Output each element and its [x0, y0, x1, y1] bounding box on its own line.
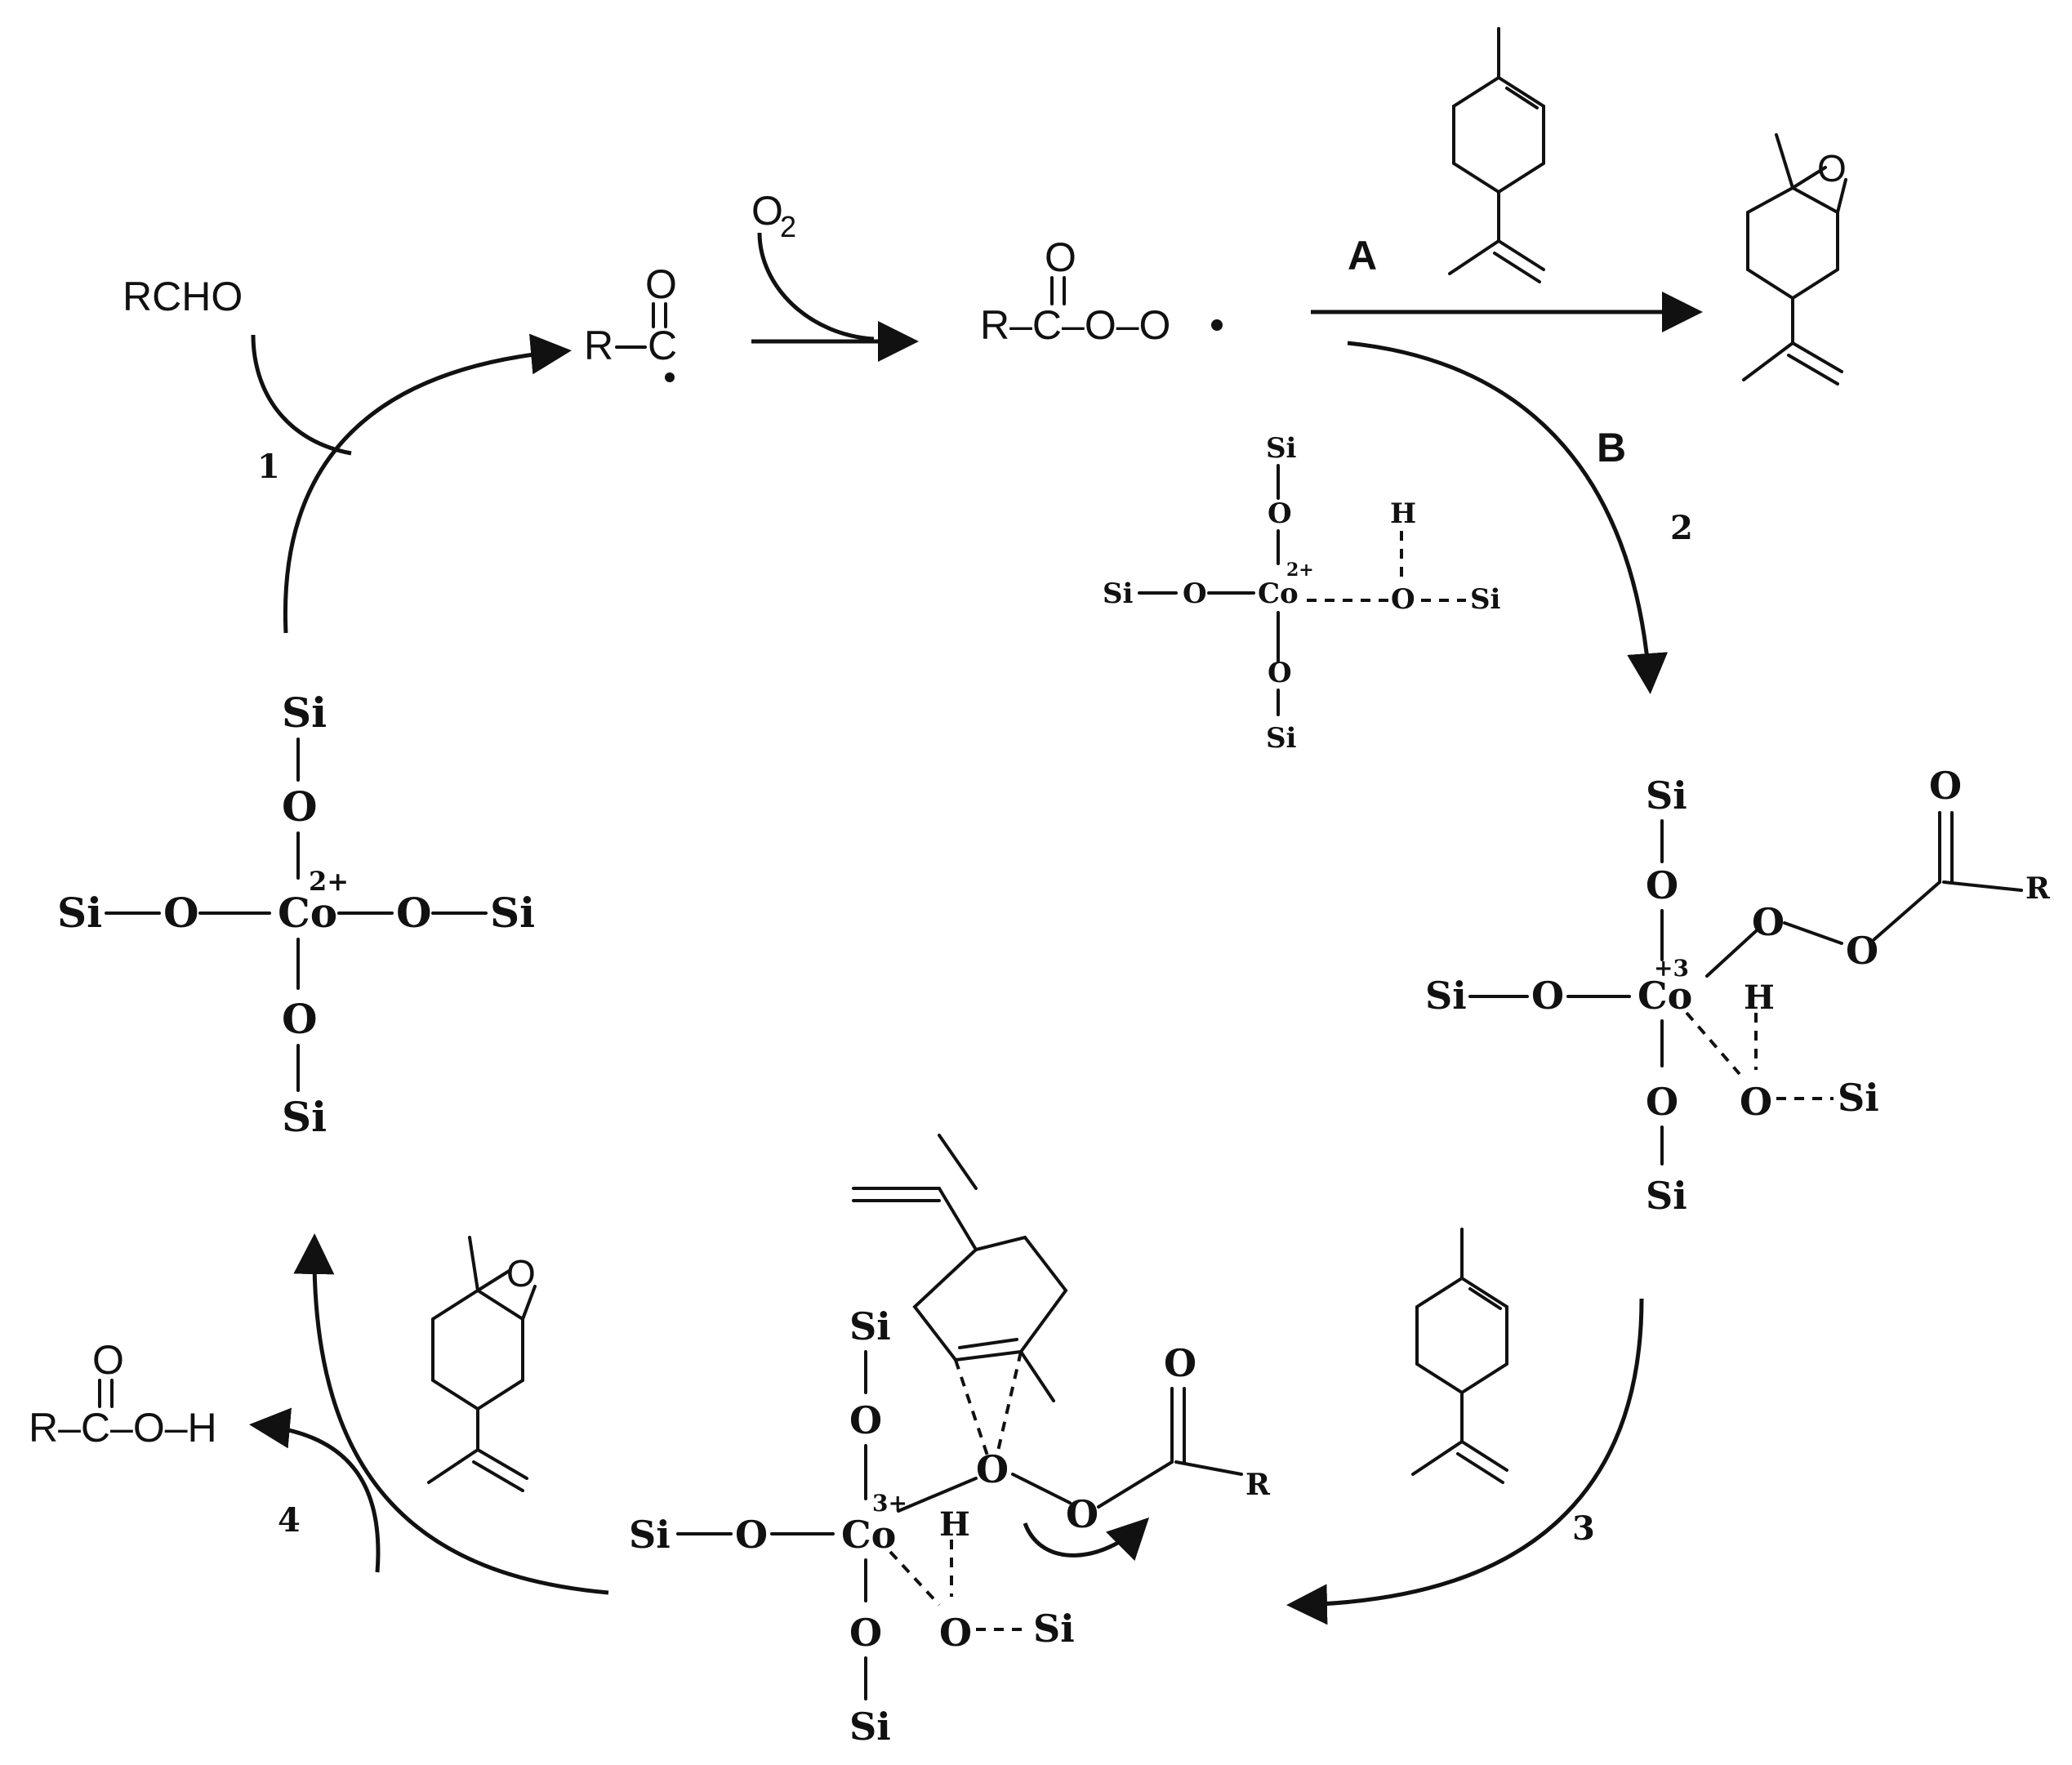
svg-text:R: R — [2025, 871, 2051, 906]
acylperoxy-radical: R–C–O–O O — [980, 234, 1223, 348]
svg-text:Si: Si — [1646, 773, 1687, 818]
svg-text:O: O — [1740, 1080, 1772, 1124]
svg-text:O: O — [1929, 764, 1962, 808]
limonene-top — [1448, 27, 1545, 283]
svg-text:O: O — [1391, 583, 1415, 616]
cycle-arrow-bottom-right — [1286, 1298, 1644, 1625]
svg-text:Si: Si — [1103, 577, 1134, 610]
svg-text:3+: 3+ — [872, 1490, 907, 1517]
svg-text:Si: Si — [849, 1705, 891, 1749]
svg-text:Si: Si — [1646, 1174, 1687, 1218]
step-label-2: 2 — [1670, 509, 1693, 547]
svg-text:Si: Si — [282, 1093, 327, 1141]
svg-text:O: O — [1268, 657, 1292, 689]
svg-text:H: H — [1744, 978, 1775, 1017]
path-label-b: B — [1597, 425, 1626, 470]
svg-text:Si: Si — [57, 889, 102, 937]
svg-text:Co: Co — [1638, 974, 1692, 1018]
path-label-a: A — [1348, 233, 1377, 279]
svg-text:O: O — [1752, 900, 1785, 944]
svg-text:O: O — [849, 1398, 882, 1442]
svg-text:O: O — [1646, 1080, 1678, 1124]
svg-text:O: O — [1531, 974, 1564, 1018]
acid-release-arrow — [249, 1407, 381, 1573]
svg-text:R: R — [1245, 1468, 1271, 1502]
cobalt-site-co2: Si O Co 2+ Si O O Si O Si — [57, 689, 535, 1141]
svg-text:Si: Si — [629, 1513, 671, 1557]
svg-text:O: O — [396, 889, 432, 937]
svg-text:O: O — [1164, 1341, 1196, 1385]
svg-text:Si: Si — [849, 1304, 891, 1348]
limonene-bottom-right — [1411, 1228, 1508, 1484]
step-label-3: 3 — [1572, 1509, 1595, 1548]
svg-text:O: O — [282, 782, 318, 831]
svg-text:O: O — [976, 1447, 1009, 1491]
svg-text:O: O — [1045, 234, 1076, 280]
svg-text:Si: Si — [1266, 722, 1297, 755]
svg-text:Si: Si — [1470, 583, 1501, 616]
svg-text:2+: 2+ — [1286, 559, 1314, 581]
svg-text:Si: Si — [282, 689, 327, 737]
cobalt-site-co3-peroxy: Si O Co +3 Si O O O O R H O Si O Si — [1425, 764, 2051, 1218]
svg-text:Si: Si — [1266, 432, 1297, 465]
oxygen-subscript: 2 — [780, 210, 796, 243]
cobalt-site-co3-limonene: Si O Co 3+ Si O O O O R H O Si O Si — [629, 1134, 1271, 1749]
svg-text:R–C–O–H: R–C–O–H — [29, 1405, 217, 1451]
svg-text:H: H — [939, 1505, 970, 1544]
oxygen-o2: O — [751, 188, 783, 234]
svg-text:Si: Si — [1838, 1076, 1879, 1120]
svg-text:Si: Si — [1033, 1607, 1075, 1651]
svg-text:2+: 2+ — [309, 866, 349, 897]
svg-text:O: O — [1817, 147, 1847, 189]
svg-text:O: O — [1183, 577, 1207, 610]
limonene-oxide-top: O — [1742, 133, 1847, 386]
rcho-feed-arrow — [251, 334, 352, 456]
svg-text:O: O — [939, 1611, 972, 1655]
svg-text:C: C — [648, 323, 677, 368]
svg-text:Co: Co — [1258, 577, 1299, 610]
svg-text:+3: +3 — [1654, 955, 1689, 982]
path-b-arrow — [1347, 341, 1669, 694]
svg-text:H: H — [1390, 497, 1416, 530]
svg-text:Co: Co — [841, 1513, 896, 1557]
svg-text:O: O — [282, 995, 318, 1043]
svg-text:O: O — [849, 1611, 882, 1655]
acyl-radical: R C O — [584, 261, 677, 382]
svg-text:O: O — [1846, 929, 1878, 973]
cycle-arrow-bottom-left — [293, 1233, 609, 1595]
svg-text:R: R — [584, 323, 613, 368]
svg-text:O: O — [1066, 1492, 1098, 1536]
svg-text:O: O — [163, 889, 199, 937]
svg-text:O: O — [1646, 863, 1678, 907]
svg-text:O: O — [735, 1513, 768, 1557]
svg-text:Co: Co — [278, 889, 337, 937]
limonene-oxide-bottom: O — [427, 1236, 537, 1492]
svg-text:O: O — [645, 261, 677, 307]
carboxylic-acid: R–C–O–H O — [29, 1337, 217, 1451]
svg-text:O: O — [506, 1252, 536, 1295]
svg-text:O: O — [92, 1337, 124, 1383]
step-label-4: 4 — [278, 1501, 301, 1540]
svg-text:R–C–O–O: R–C–O–O — [980, 302, 1170, 348]
svg-text:Si: Si — [1425, 974, 1467, 1018]
reactant-rcho: RCHO — [123, 274, 243, 319]
svg-text:Si: Si — [490, 889, 535, 937]
o2-feed-arrow — [757, 232, 875, 341]
cobalt-site-small: Si O Co 2+ Si O O Si H O Si — [1103, 432, 1501, 755]
cycle-arrow-top-left — [283, 333, 572, 634]
svg-text:O: O — [1268, 497, 1292, 530]
step-label-1: 1 — [257, 448, 280, 486]
